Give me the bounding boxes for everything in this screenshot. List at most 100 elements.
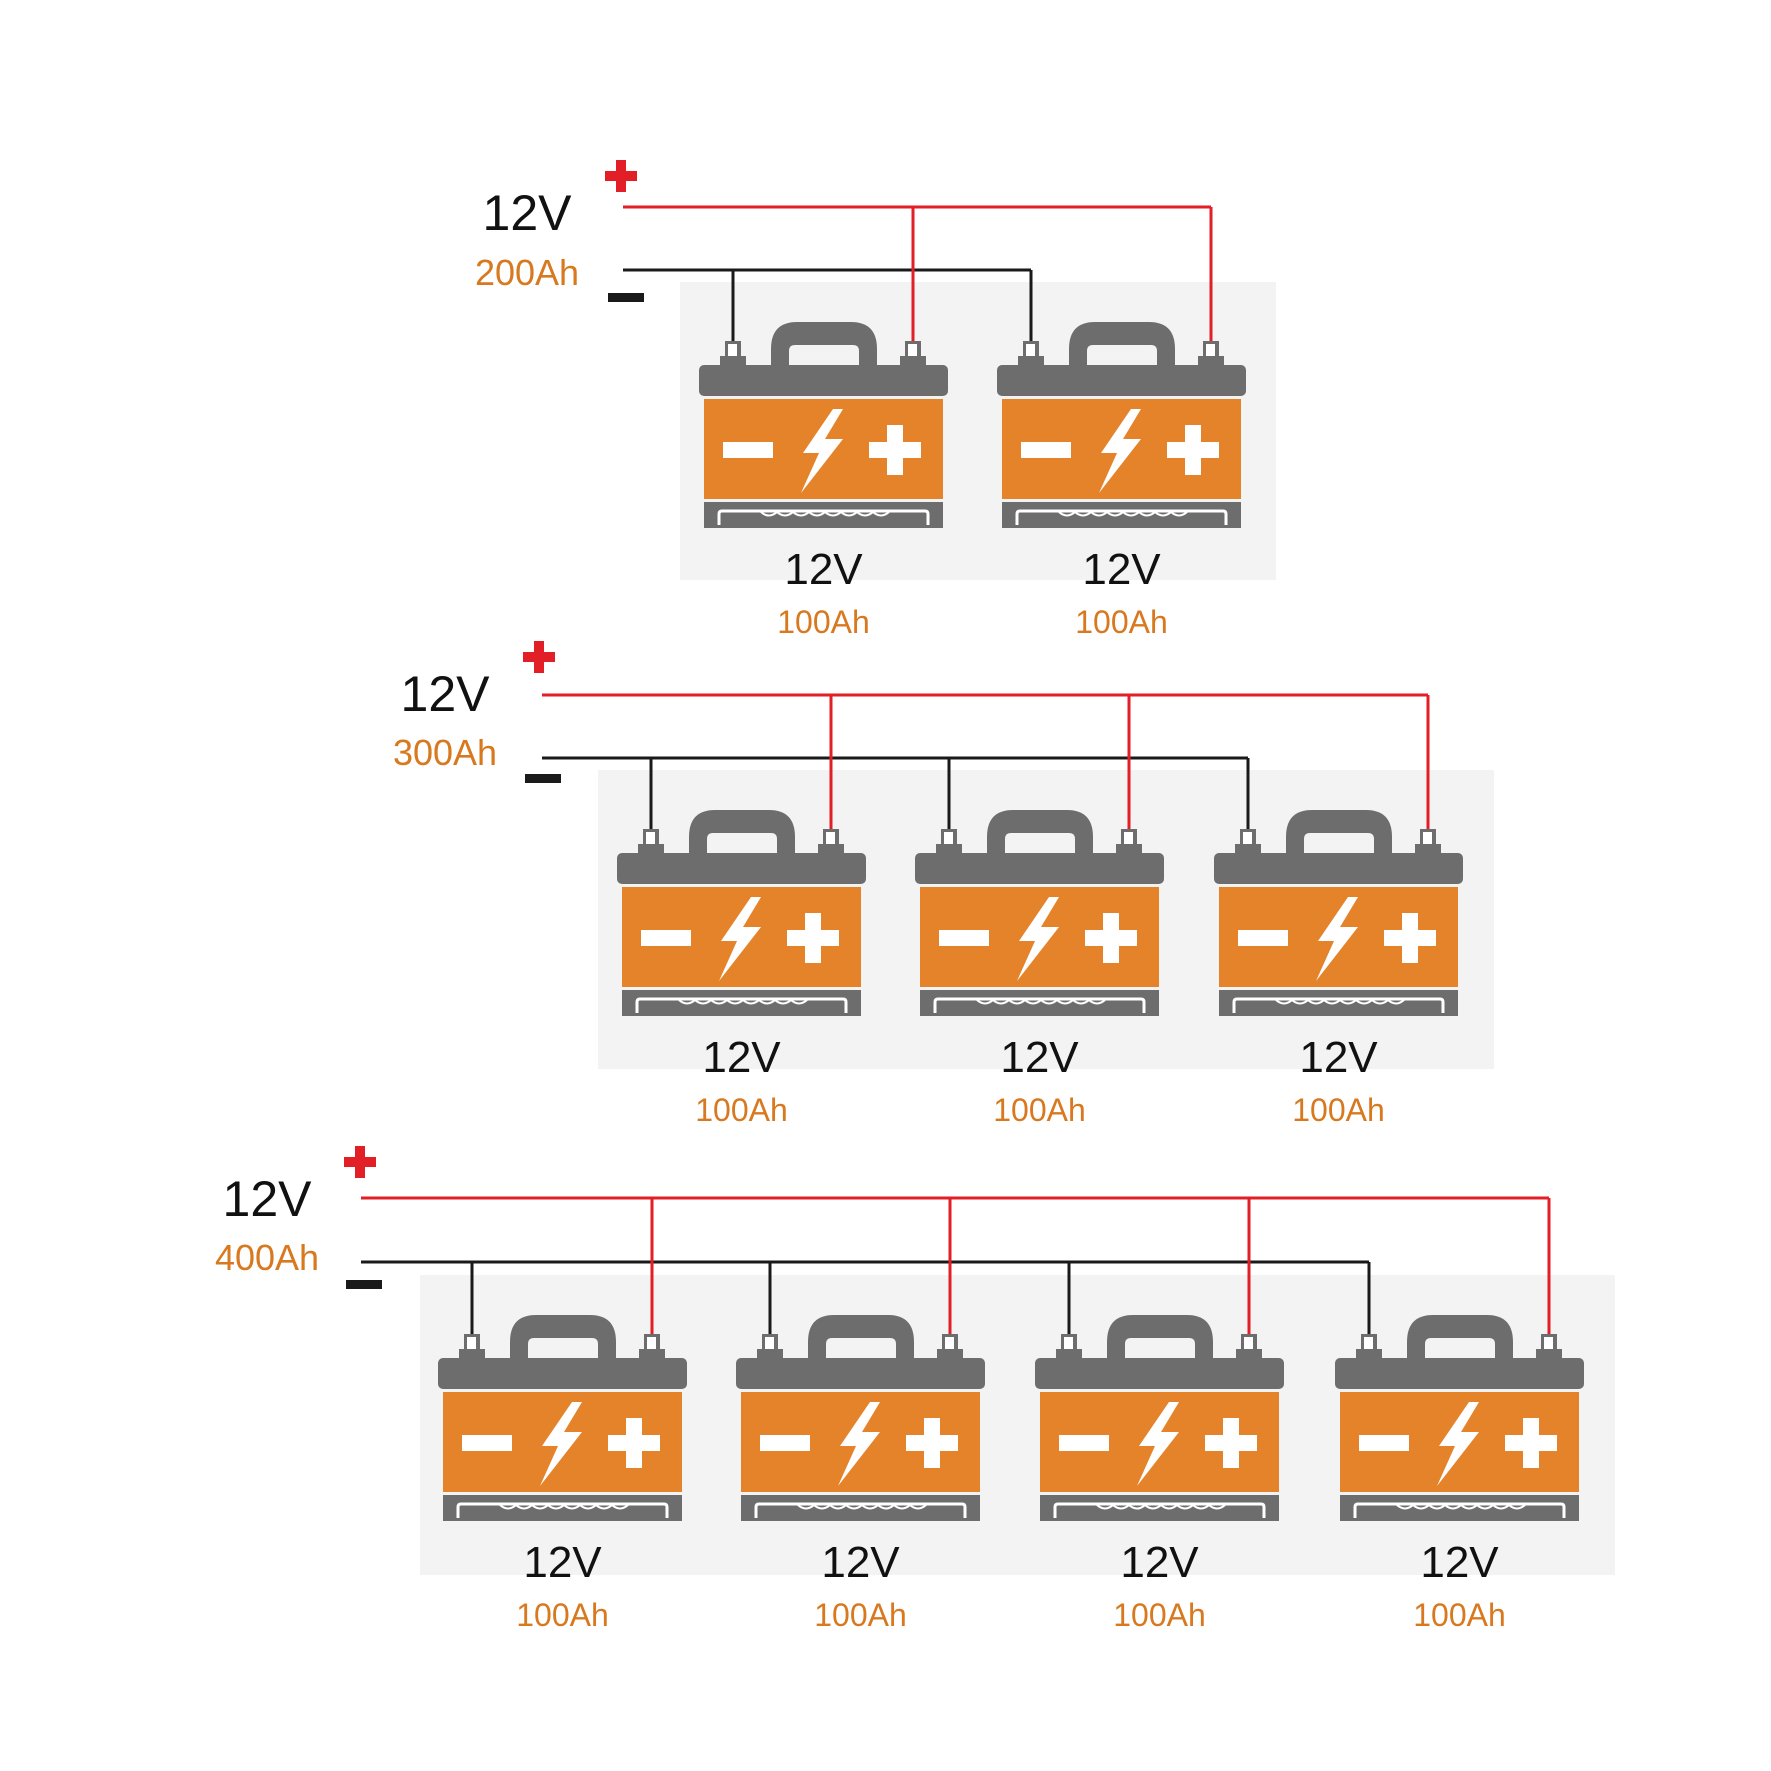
- base-wave: [1096, 1503, 1226, 1510]
- base-wave: [1058, 510, 1188, 517]
- minus-icon: [939, 930, 989, 946]
- base-wave: [678, 998, 808, 1005]
- terminal-base: [757, 1349, 783, 1358]
- terminal-base: [1356, 1349, 1382, 1358]
- total-voltage-label: 12V: [483, 185, 573, 241]
- lightning-bolt-icon: [1437, 1402, 1479, 1486]
- battery-base: [920, 990, 1159, 1016]
- minus-terminal-icon: [346, 1280, 382, 1289]
- base-groove: [933, 997, 1146, 1013]
- minus-terminal-icon: [608, 293, 644, 302]
- terminal-base: [1018, 356, 1044, 365]
- plus-terminal-icon: [523, 641, 555, 673]
- lightning-bolt-icon: [801, 409, 843, 493]
- terminal-slot: [944, 832, 953, 844]
- minus-icon: [723, 442, 773, 458]
- plus-icon-vertical: [1103, 913, 1119, 963]
- minus-icon: [760, 1435, 810, 1451]
- plus-terminal-icon: [344, 1146, 376, 1178]
- battery-handle: [1407, 1315, 1513, 1364]
- plus-icon-vertical: [1185, 425, 1201, 475]
- battery-voltage-label: 12V: [821, 1538, 900, 1587]
- plus-icon-vertical: [1402, 913, 1418, 963]
- lightning-bolt-icon: [1316, 897, 1358, 981]
- base-wave: [1396, 1503, 1526, 1510]
- terminal-slot: [1026, 344, 1035, 356]
- terminal-base: [459, 1349, 485, 1358]
- base-wave: [1275, 998, 1405, 1005]
- battery-icon: [438, 1315, 687, 1521]
- terminal-base: [1415, 844, 1441, 853]
- base-groove: [717, 509, 930, 525]
- plus-icon-vertical: [1223, 1418, 1239, 1468]
- battery-capacity-label: 100Ah: [516, 1597, 609, 1633]
- battery-base: [1040, 1495, 1279, 1521]
- battery-voltage-label: 12V: [1420, 1538, 1499, 1587]
- battery-voltage-label: 12V: [1000, 1033, 1079, 1082]
- terminal-slot: [1064, 1337, 1073, 1349]
- battery-voltage-label: 12V: [702, 1033, 781, 1082]
- lightning-bolt-icon: [719, 897, 761, 981]
- terminal-slot: [826, 832, 835, 844]
- base-wave: [499, 1503, 629, 1510]
- base-groove: [456, 1502, 669, 1518]
- battery-lid: [1035, 1358, 1284, 1389]
- terminal-slot: [1206, 344, 1215, 356]
- lightning-bolt-icon: [838, 1402, 880, 1486]
- battery-icon: [617, 810, 866, 1016]
- battery-base: [622, 990, 861, 1016]
- terminal-slot: [908, 344, 917, 356]
- battery-base: [704, 502, 943, 528]
- battery-voltage-label: 12V: [523, 1538, 602, 1587]
- battery-icon: [699, 322, 948, 528]
- battery-icon: [1214, 810, 1463, 1016]
- battery-capacity-label: 100Ah: [695, 1092, 788, 1128]
- battery-voltage-label: 12V: [784, 545, 863, 594]
- minus-icon: [1021, 442, 1071, 458]
- base-wave: [760, 510, 890, 517]
- terminal-slot: [728, 344, 737, 356]
- terminal-base: [1235, 844, 1261, 853]
- total-voltage-label: 12V: [401, 666, 491, 722]
- total-capacity-label: 300Ah: [393, 732, 497, 773]
- base-groove: [1015, 509, 1228, 525]
- total-capacity-label: 400Ah: [215, 1237, 319, 1278]
- battery-base: [1002, 502, 1241, 528]
- battery-icon: [915, 810, 1164, 1016]
- terminal-slot: [1124, 832, 1133, 844]
- terminal-slot: [1243, 832, 1252, 844]
- terminal-slot: [1244, 1337, 1253, 1349]
- battery-lid: [1214, 853, 1463, 884]
- lightning-bolt-icon: [1137, 1402, 1179, 1486]
- terminal-slot: [945, 1337, 954, 1349]
- base-groove: [754, 1502, 967, 1518]
- battery-handle: [808, 1315, 914, 1364]
- lightning-bolt-icon: [1099, 409, 1141, 493]
- battery-base: [741, 1495, 980, 1521]
- minus-icon: [1238, 930, 1288, 946]
- battery-capacity-label: 100Ah: [993, 1092, 1086, 1128]
- battery-voltage-label: 12V: [1120, 1538, 1199, 1587]
- terminal-base: [937, 1349, 963, 1358]
- base-wave: [797, 1503, 927, 1510]
- battery-lid: [699, 365, 948, 396]
- terminal-base: [900, 356, 926, 365]
- battery-capacity-label: 100Ah: [1413, 1597, 1506, 1633]
- minus-icon: [462, 1435, 512, 1451]
- battery-handle: [689, 810, 795, 859]
- terminal-slot: [765, 1337, 774, 1349]
- battery-base: [443, 1495, 682, 1521]
- lightning-bolt-icon: [540, 1402, 582, 1486]
- battery-voltage-label: 12V: [1299, 1033, 1378, 1082]
- battery-base: [1219, 990, 1458, 1016]
- battery-capacity-label: 100Ah: [814, 1597, 907, 1633]
- plus-icon-vertical: [805, 913, 821, 963]
- battery-handle: [1286, 810, 1392, 859]
- minus-icon: [1059, 1435, 1109, 1451]
- battery-lid: [438, 1358, 687, 1389]
- minus-icon: [1359, 1435, 1409, 1451]
- terminal-base: [936, 844, 962, 853]
